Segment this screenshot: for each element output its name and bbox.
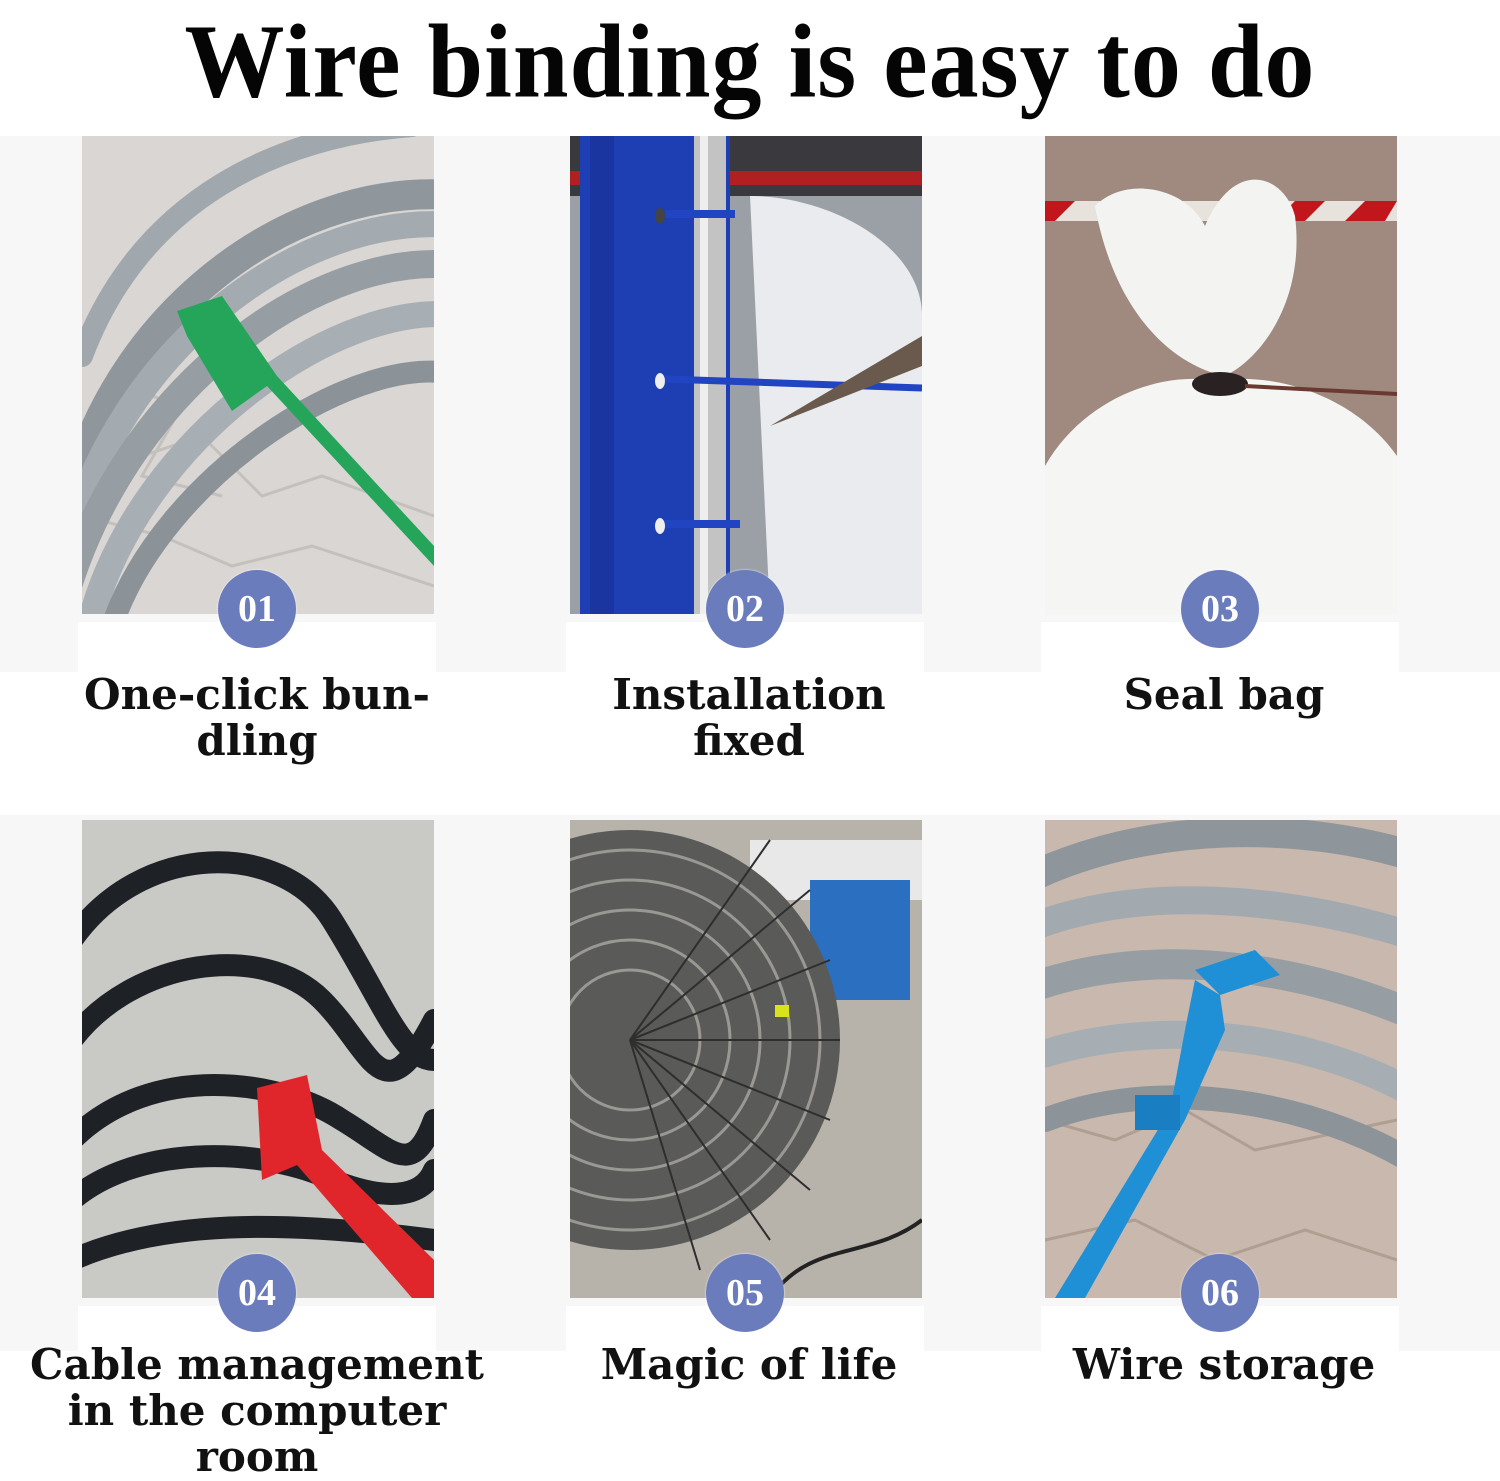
- caption-installation-fixed: Installation fixed: [509, 672, 989, 764]
- photo-installation-fixed: [570, 136, 922, 614]
- caption-magic-of-life: Magic of life: [509, 1342, 989, 1388]
- caption-line: in the computer: [67, 1386, 447, 1435]
- step-badge: 04: [218, 1254, 296, 1332]
- photo-fan-guard: [570, 820, 922, 1298]
- photo-wire-storage: [1045, 820, 1397, 1298]
- caption-wire-storage: Wire storage: [984, 1342, 1464, 1388]
- caption-cable-management: Cable management in the computer room: [17, 1342, 497, 1480]
- caption-one-click-bundling: One-click bun- dling: [17, 672, 497, 764]
- caption-line: Cable management: [30, 1340, 484, 1389]
- step-badge: 05: [706, 1254, 784, 1332]
- caption-seal-bag: Seal bag: [984, 672, 1464, 718]
- caption-line: Installation: [612, 670, 886, 719]
- photo-cable-bundling: [82, 136, 434, 614]
- caption-line: dling: [196, 716, 318, 765]
- step-badge: 02: [706, 570, 784, 648]
- caption-line: Magic of life: [600, 1340, 898, 1389]
- caption-line: Wire storage: [1072, 1340, 1376, 1389]
- caption-line: Seal bag: [1123, 670, 1325, 719]
- caption-line: One-click bun-: [84, 670, 430, 719]
- step-badge: 03: [1181, 570, 1259, 648]
- step-badge: 06: [1181, 1254, 1259, 1332]
- photo-seal-bag: [1045, 136, 1397, 614]
- caption-line: room: [195, 1432, 319, 1481]
- page-title: Wire binding is easy to do: [184, 2, 1316, 120]
- step-badge: 01: [218, 570, 296, 648]
- caption-line: fixed: [693, 716, 805, 765]
- photo-cable-management: [82, 820, 434, 1298]
